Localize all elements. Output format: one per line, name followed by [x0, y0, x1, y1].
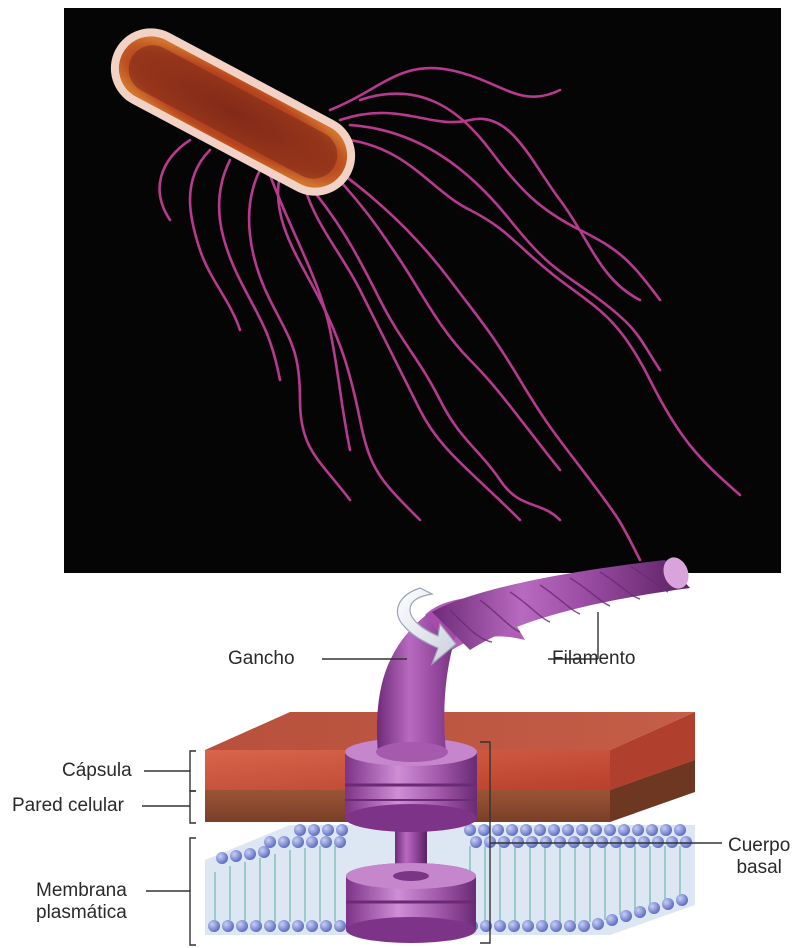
label-membrana-line-1: Membrana [36, 880, 127, 902]
label-cuerpo-basal: Cuerpo basal [728, 835, 790, 879]
label-membrana-plasmatica: Membrana plasmática [36, 880, 127, 924]
label-filamento: Filamento [552, 648, 635, 670]
label-capsula: Cápsula [62, 760, 132, 782]
hook-collar [376, 742, 448, 762]
label-pared-celular: Pared celular [12, 795, 124, 817]
label-cuerpo-line-1: Cuerpo [728, 835, 790, 857]
label-cuerpo-line-2: basal [728, 857, 790, 879]
label-membrana-line-2: plasmática [36, 902, 127, 924]
label-gancho: Gancho [228, 648, 295, 670]
